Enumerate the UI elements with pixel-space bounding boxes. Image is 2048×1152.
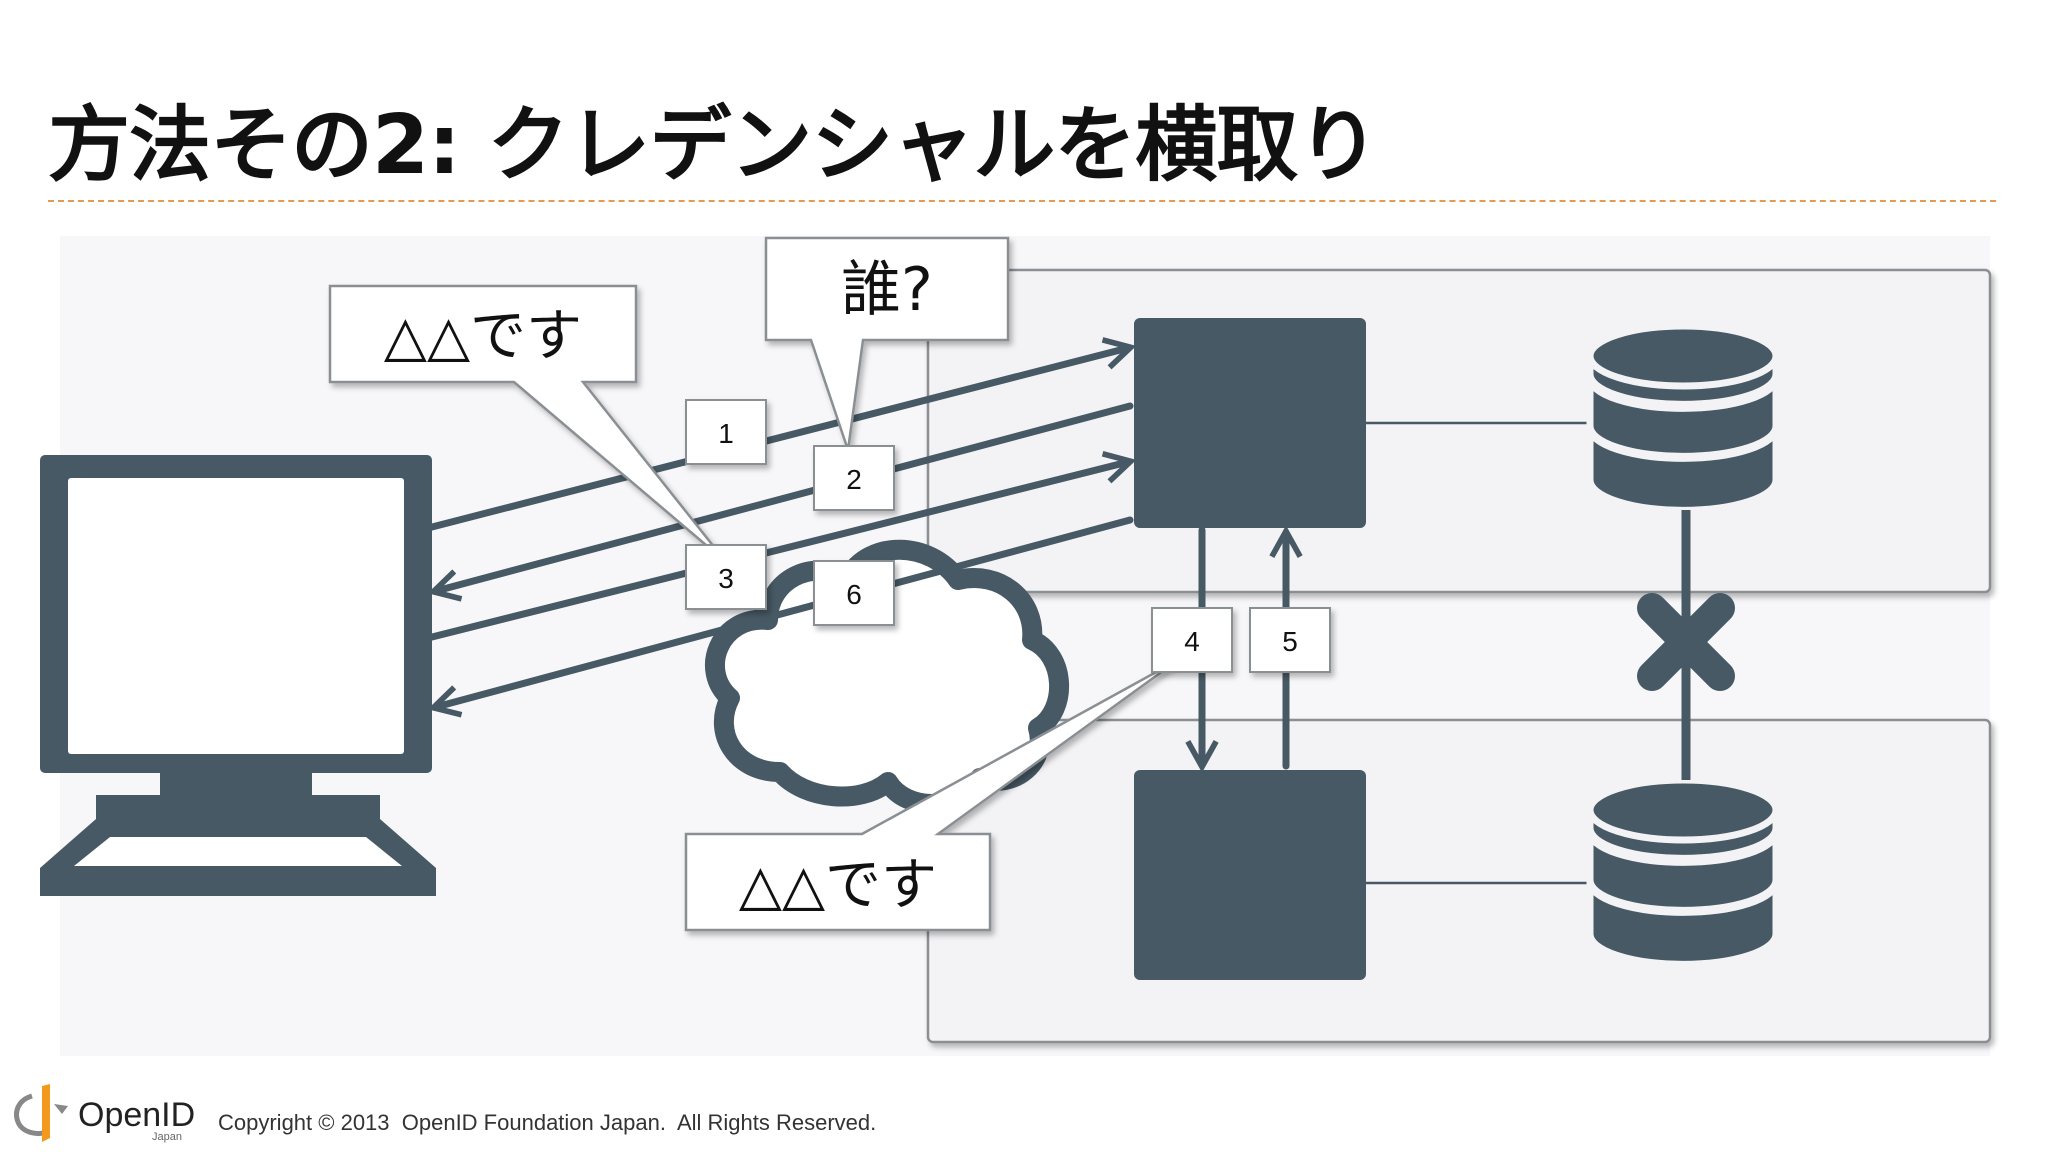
- step-label: [685, 399, 767, 465]
- blocked-x-icon: [1637, 593, 1735, 691]
- step-label: [1151, 607, 1233, 673]
- openid-logo: OpenID Japan: [14, 1084, 195, 1143]
- step-label-text: 4: [1184, 626, 1200, 657]
- callout-who: [764, 236, 1010, 451]
- step-label-text: 3: [718, 563, 734, 594]
- server-bottom: [1134, 770, 1366, 980]
- callout-who-text: 誰?: [841, 255, 933, 325]
- callout-forwarded-claim: [684, 658, 1179, 932]
- server-top: [1134, 318, 1366, 528]
- step-label: [813, 560, 895, 626]
- step-label: [813, 445, 895, 511]
- callout-client-claim: [328, 284, 727, 563]
- callout-client-claim-text: △△です: [384, 304, 582, 369]
- arrow-step-1: [428, 348, 1128, 531]
- computer-icon: [40, 455, 436, 896]
- openid-logo-subtext: Japan: [152, 1131, 182, 1143]
- title-divider: [48, 200, 1996, 202]
- database-icon-bottom: [1586, 776, 1780, 968]
- arrow-step-6: [436, 516, 1134, 707]
- database-icon-top: [1586, 322, 1780, 514]
- step-label: [1249, 607, 1331, 673]
- arrow-step-3: [428, 462, 1128, 641]
- arrow-step-2: [436, 402, 1134, 591]
- step-label-text: 5: [1282, 626, 1298, 657]
- step-label: [685, 544, 767, 610]
- callout-forwarded-claim-text: △△です: [739, 853, 937, 918]
- step-label-text: 6: [846, 579, 862, 610]
- step-label-text: 2: [846, 464, 862, 495]
- step-label-text: 1: [718, 418, 734, 449]
- openid-logo-icon: [14, 1084, 68, 1142]
- openid-logo-text: OpenID: [78, 1096, 195, 1134]
- malicious-domain-panel: [926, 718, 1992, 1044]
- slide-title: 方法その2: クレデンシャルを横取り: [48, 98, 1379, 193]
- copyright-notice: Copyright © 2013 OpenID Foundation Japan…: [218, 1110, 877, 1135]
- legit-domain-panel: [926, 268, 1992, 594]
